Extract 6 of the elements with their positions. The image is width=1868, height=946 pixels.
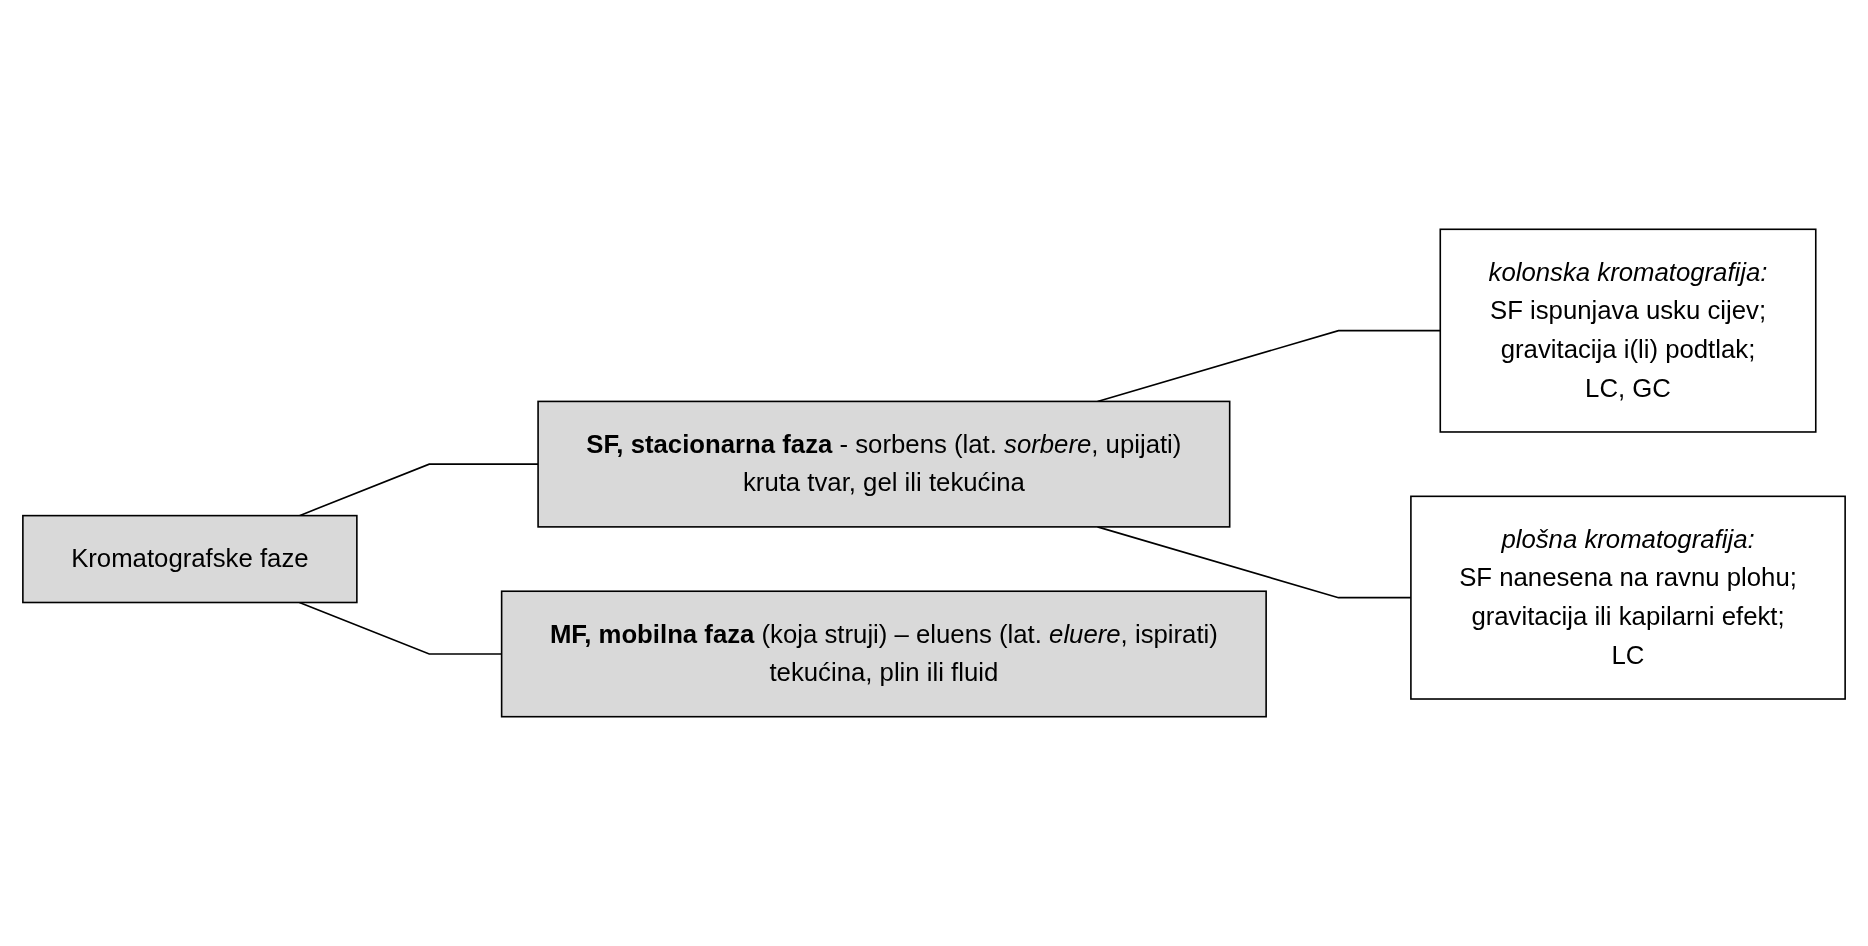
node-box: kolonska kromatografija: SF ispunjava usku cijev; gravitacija i(li) podtlak; LC, GC	[1439, 228, 1817, 433]
node-box: MF, mobilna faza (koja struji) – eluens (lat. eluere, ispirati) tekućina, plin ili fluid	[500, 590, 1267, 718]
node-box: plošna kromatografija: SF nanesena na ravnu plohu; gravitacija ili kapilarni efekt; LC	[1410, 495, 1846, 700]
node-box: SF, stacionarna faza - sorbens (lat. sorbere, upijati) kruta tvar, gel ili tekućina	[537, 400, 1231, 528]
connector	[298, 463, 539, 517]
node-box: Kromatografske faze	[22, 514, 358, 604]
